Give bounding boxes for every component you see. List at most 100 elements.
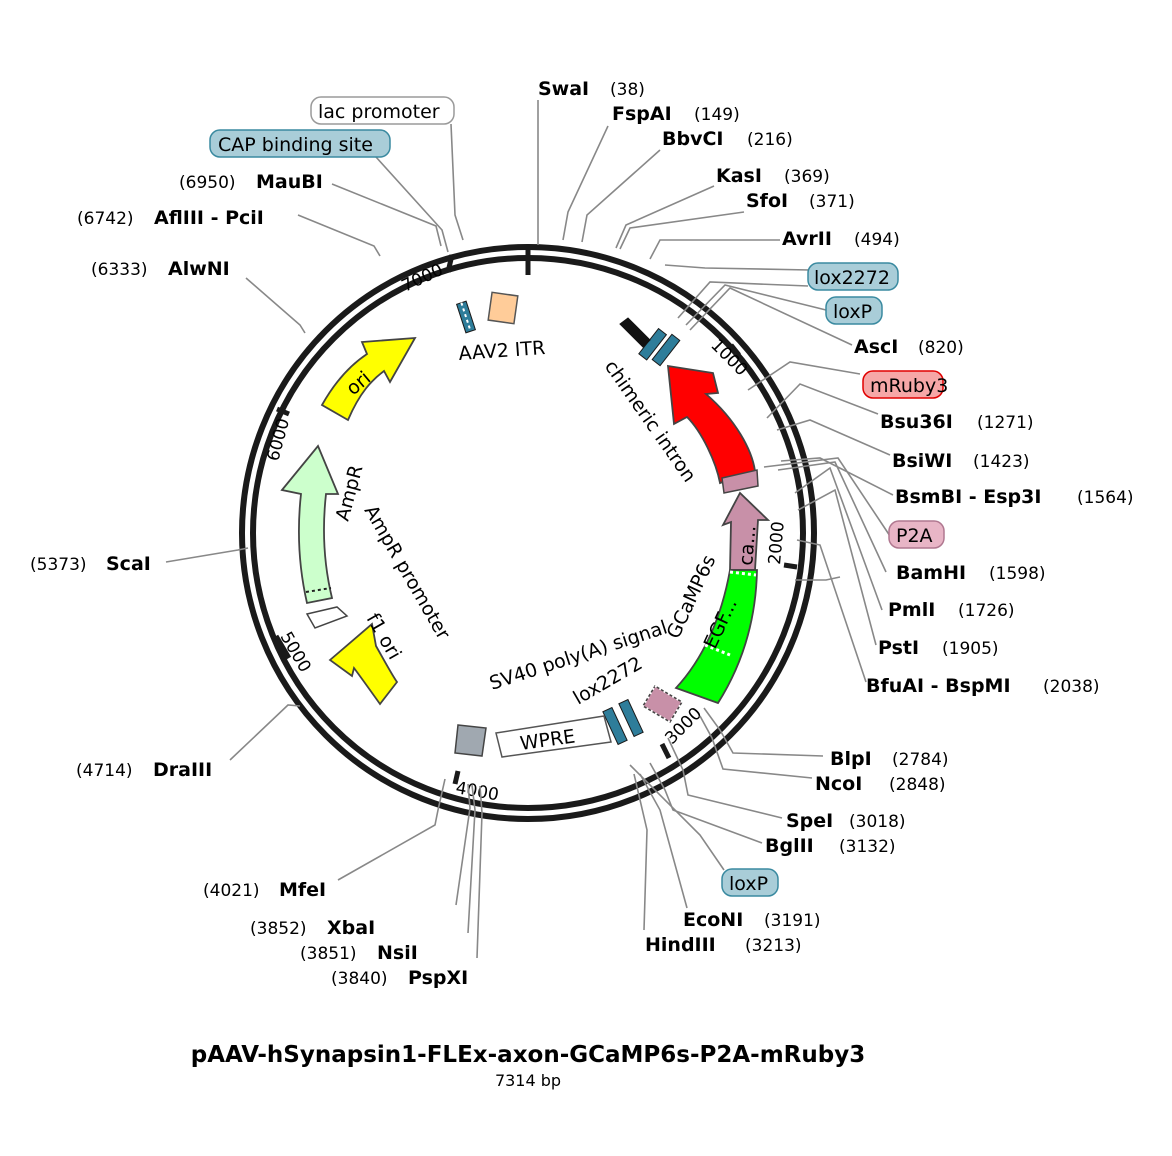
- feature-box-cap-binding-site: CAP binding site: [209, 129, 391, 158]
- site-asci: AscI(820): [854, 336, 964, 358]
- site-name: PstI: [878, 637, 919, 659]
- site-position: (3018): [849, 812, 906, 832]
- tick-marks: [273, 249, 798, 785]
- feature-box-loxp-top: loxP: [825, 296, 883, 325]
- site-name: SfoI: [746, 190, 788, 212]
- site-position: (3213): [745, 936, 802, 956]
- feature-box-label: loxP: [833, 301, 872, 323]
- site-blpi: BlpI (2784): [830, 748, 949, 770]
- site-position: (6950): [179, 173, 236, 193]
- p2a-band: [721, 469, 759, 494]
- site-position: (1598): [989, 564, 1046, 584]
- site-name: HindIII: [645, 934, 716, 956]
- feature-box-lac-promoter: lac promoter: [310, 96, 455, 125]
- site-name: DraIII: [153, 759, 212, 781]
- site-position: (3852): [250, 919, 307, 939]
- site-name: AflIII - PciI: [154, 207, 264, 229]
- site-name: PmlI: [888, 599, 935, 621]
- site-position: (6333): [91, 260, 148, 280]
- site-position: (4021): [203, 881, 260, 901]
- feature-box-label: P2A: [896, 525, 933, 547]
- site-name: NsiI: [377, 942, 418, 964]
- site-position: (820): [918, 338, 964, 358]
- site-fspai: FspAI(149): [612, 103, 740, 125]
- site-spei: SpeI (3018): [786, 810, 906, 832]
- site-position: (2784): [892, 750, 949, 770]
- plasmid-size: 7314 bp: [495, 1071, 561, 1090]
- site-position: (1423): [973, 452, 1030, 472]
- black-terminator-marker: [619, 317, 651, 348]
- sv40-label: SV40 poly(A) signal: [487, 616, 670, 694]
- site-position: (371): [809, 192, 855, 212]
- site-maubi: (6950)MauBI: [179, 171, 323, 193]
- site-position: (4714): [76, 761, 133, 781]
- site-name: AlwNI: [168, 258, 230, 280]
- feature-box-label: lac promoter: [318, 101, 440, 123]
- restriction-site-labels: SwaI(38) FspAI(149) BbvCI(216) KasI (369)…: [30, 78, 1134, 989]
- outer-feature-boxes: lac promoter CAP binding site lox2272 lo…: [209, 96, 948, 897]
- wpre-box: [495, 715, 612, 758]
- site-bglii: BglII(3132): [765, 835, 896, 857]
- site-sfoi: SfoI (371): [746, 190, 855, 212]
- itr-orange-box: [487, 291, 519, 325]
- site-name: BlpI: [830, 748, 872, 770]
- site-bsiwi: BsiWI (1423): [892, 450, 1030, 472]
- site-position: (1905): [942, 639, 999, 659]
- site-position: (2038): [1043, 677, 1100, 697]
- site-bsu36i: Bsu36I (1271): [880, 411, 1034, 433]
- gcamp6s-green-segment: [674, 569, 758, 705]
- site-psti: PstI (1905): [878, 637, 999, 659]
- site-position: (149): [694, 105, 740, 125]
- site-name: XbaI: [327, 917, 375, 939]
- ampr-arrow: [280, 444, 340, 605]
- site-name: SpeI: [786, 810, 833, 832]
- site-position: (3191): [764, 911, 821, 931]
- feature-box-label: loxP: [729, 873, 768, 895]
- site-name: ScaI: [106, 553, 151, 575]
- linker-block: [641, 684, 684, 724]
- ca-arrow: [721, 491, 771, 571]
- site-name: Bsu36I: [880, 411, 953, 433]
- site-name: PspXI: [408, 967, 468, 989]
- site-bsmbi-esp3i: BsmBI - Esp3I (1564): [895, 486, 1134, 508]
- feature-box-label: lox2272: [814, 267, 890, 289]
- ori-arrow: [320, 336, 417, 422]
- site-avrii: AvrII (494): [782, 228, 900, 250]
- site-position: (494): [854, 230, 900, 250]
- site-ncoi: NcoI(2848): [815, 773, 946, 795]
- site-position: (1271): [977, 413, 1034, 433]
- site-hindiii: HindIII (3213): [645, 934, 802, 956]
- site-name: BfuAI - BspMI: [866, 675, 1011, 697]
- lox-marker-bottom: [602, 706, 628, 746]
- site-name: BsmBI - Esp3I: [895, 486, 1041, 508]
- site-name: AvrII: [782, 228, 832, 250]
- site-xbai: (3852) XbaI: [250, 917, 375, 939]
- site-position: (5373): [30, 555, 87, 575]
- site-alwni: (6333) AlwNI: [91, 258, 230, 280]
- ampr-promoter-arrow: [305, 606, 349, 629]
- site-position: (3132): [839, 837, 896, 857]
- site-position: (3851): [300, 944, 357, 964]
- site-position: (216): [747, 130, 793, 150]
- site-position: (1564): [1077, 488, 1134, 508]
- lox-marker-bottom-2: [618, 698, 644, 738]
- site-name: BamHI: [896, 562, 966, 584]
- site-position: (1726): [958, 601, 1015, 621]
- site-kasi: KasI (369): [716, 165, 830, 187]
- feature-box-p2a: P2A: [888, 520, 945, 549]
- site-pspxi: (3840) PspXI: [331, 967, 468, 989]
- site-position: (3840): [331, 969, 388, 989]
- site-position: (369): [784, 167, 830, 187]
- f1-ori-arrow: [328, 622, 399, 706]
- site-name: KasI: [716, 165, 762, 187]
- site-name: SwaI: [538, 78, 589, 100]
- feature-box-label: mRuby3: [870, 375, 948, 397]
- site-bbvci: BbvCI(216): [662, 128, 793, 150]
- leader-lines: [165, 100, 894, 959]
- site-swai: SwaI(38): [538, 78, 645, 100]
- site-name: BsiWI: [892, 450, 952, 472]
- aav2-itr-marker: [455, 300, 477, 334]
- plasmid-title: pAAV-hSynapsin1-FLEx-axon-GCaMP6s-P2A-mR…: [191, 1042, 865, 1068]
- site-econi: EcoNI(3191): [683, 909, 821, 931]
